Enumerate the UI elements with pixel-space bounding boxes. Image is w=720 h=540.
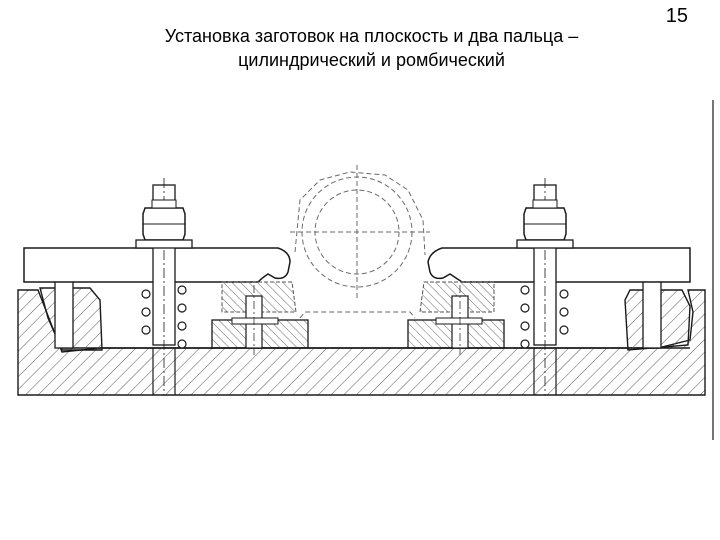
right-spring [520, 285, 569, 349]
slide-title-line-1: Установка заготовок на плоскость и два п… [164, 26, 579, 46]
right-support-column [624, 270, 691, 351]
base-bolt-holes [152, 348, 557, 395]
left-support-column [39, 272, 103, 351]
right-locating-boss [407, 281, 505, 355]
left-clamp-bolt [135, 178, 193, 395]
right-clamp-plate [427, 247, 691, 283]
slide-title: Установка заготовок на плоскость и два п… [0, 24, 720, 72]
fixture-base [17, 289, 706, 396]
workpiece-hidden-outline [290, 165, 430, 319]
right-clamp-bolt [516, 178, 574, 395]
left-locating-boss [211, 281, 309, 355]
slide-title-line-2: цилиндрический и ромбический [238, 50, 505, 70]
left-spring [141, 285, 187, 349]
slide-number: 15 [665, 5, 688, 27]
